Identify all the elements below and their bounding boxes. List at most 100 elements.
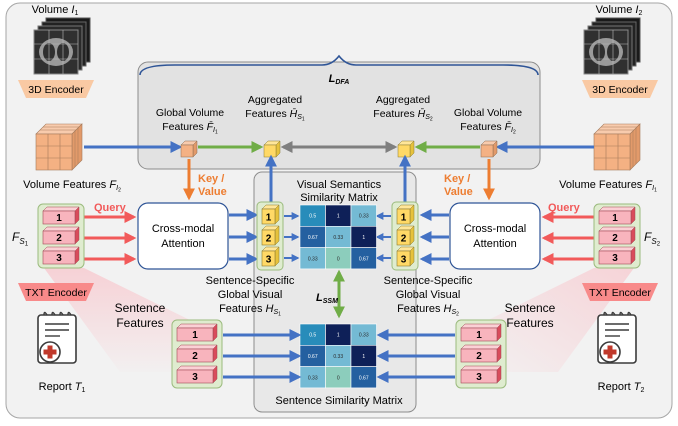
volume-features-label-left: Volume Features FI2 [23,179,121,194]
svg-text:2: 2 [266,234,272,245]
hs-left-cell-1: 1 [261,204,280,225]
cross-modal-label-right-2: Attention [473,238,516,250]
bottom-left-cell-2: 2 [176,344,218,363]
bottom-left-cell-1: 1 [176,323,218,342]
svg-text:2: 2 [476,351,482,362]
sentence-specific-label-right-2: Global Visual [396,289,461,301]
sentence-matrix-value-0-2: 0.33 [359,333,369,339]
svg-text:1: 1 [192,330,198,341]
sentence-query-stack-left: 1 2 3 [37,203,85,269]
sentence-features-stack-right: 1 2 3 [455,319,507,389]
sentence-specific-features-right: 1 2 3 [391,201,419,271]
global-volume-sub-left: Features F̄I1 [162,120,218,135]
aggregated-label-left: Aggregated [248,94,302,106]
sentence-features-label-right-1: Sentence [505,301,556,315]
3d-encoder-left: 3D Encoder [18,80,94,98]
sentence-specific-label-right-1: Sentence-Specific [384,275,473,287]
cross-modal-attention-right [449,202,541,270]
sentence-matrix-cell-2-2 [350,366,377,389]
sentence-specific-label-left-2: Global Visual [218,289,283,301]
cross-modal-attention-left [137,202,229,270]
aggregated-label-right: Aggregated [376,94,430,106]
visual-matrix-value-2-0: 0.33 [308,256,318,262]
visual-matrix-value-1-1: 0.33 [333,235,343,241]
cross-modal-label-left-2: Attention [161,238,204,250]
svg-text:TXT Encoder: TXT Encoder [589,287,651,299]
global-feature-cube-left [180,140,198,158]
visual-matrix-value-2-1: 0 [337,256,340,262]
visual-matrix-value-1-2: 1 [362,235,365,241]
svg-text:1: 1 [56,213,62,224]
sentence-features-stack-left: 1 2 3 [171,319,223,389]
report-label-left: Report T1 [39,381,86,394]
volume-feature-cube-right [593,123,641,171]
key-value-label-right-2: Value [444,186,473,198]
sentence-features-label-left-2: Features [116,316,163,330]
svg-text:2: 2 [56,233,62,244]
sentence-matrix-value-1-0: 0.67 [308,354,318,360]
hs-right-cell-3: 3 [396,246,415,267]
svg-text:3: 3 [612,253,618,264]
volume-label-right: Volume I2 [596,4,643,17]
fs-right-cell-1: 1 [598,206,636,225]
svg-text:1: 1 [612,213,618,224]
hs-left-cell-3: 3 [261,246,280,267]
aggregated-sub-left: Features H̄S1 [245,107,305,122]
visual-matrix-value-1-0: 0.67 [308,235,318,241]
key-value-label-left: Key / [198,173,224,185]
aggregated-feature-cube-left [263,140,281,158]
aggregated-sub-right: Features H̄S2 [373,107,433,122]
bottom-right-cell-2: 2 [460,344,502,363]
svg-text:TXT Encoder: TXT Encoder [25,287,87,299]
dfa-region [137,61,541,170]
hs-left-cell-2: 2 [261,225,280,246]
bottom-right-cell-3: 3 [460,365,502,384]
svg-text:1: 1 [476,330,482,341]
visual-matrix-title-2: Similarity Matrix [300,192,378,204]
svg-text:3: 3 [266,255,272,266]
svg-text:3: 3 [192,372,198,383]
sentence-specific-features-left: 1 2 3 [256,201,284,271]
report-icon-right [597,311,637,364]
global-volume-sub-right: Features F̄I2 [460,120,516,135]
report-label-right: Report T2 [598,381,645,394]
aggregated-feature-cube-right [397,140,415,158]
fs-right-cell-2: 2 [598,226,636,245]
cross-modal-label-left-1: Cross-modal [152,223,214,235]
sentence-matrix-value-1-2: 1 [362,354,365,360]
visual-matrix-value-2-2: 0.67 [359,256,369,262]
hs-right-cell-2: 2 [396,225,415,246]
svg-text:2: 2 [192,351,198,362]
volume-features-label-right: Volume Features FI1 [559,179,657,194]
sentence-query-stack-right: 1 2 3 [593,203,641,269]
fs-left-cell-1: 1 [42,206,80,225]
sentence-features-label-right-2: Features [506,316,553,330]
txt-encoder-left: TXT Encoder [18,283,94,301]
query-label-right: Query [548,202,581,214]
fs-left-cell-3: 3 [42,246,80,265]
svg-text:1: 1 [401,213,407,224]
3d-encoder-right: 3D Encoder [582,80,658,98]
svg-text:3: 3 [56,253,62,264]
ct-volume-left [33,17,91,75]
sentence-matrix-value-2-1: 0 [337,375,340,381]
visual-matrix-value-0-2: 0.33 [359,214,369,220]
sentence-specific-label-right-3: Features HS2 [397,303,459,318]
fs-right-cell-3: 3 [598,246,636,265]
key-value-label-left-2: Value [198,186,227,198]
lssm-label: LSSM [316,292,338,305]
hs-right-cell-1: 1 [396,204,415,225]
bottom-right-cell-1: 1 [460,323,502,342]
svg-text:3D Encoder: 3D Encoder [592,84,648,96]
visual-matrix-value-0-0: 0.5 [309,214,316,220]
svg-text:3: 3 [476,372,482,383]
cross-modal-label-right-1: Cross-modal [464,223,526,235]
global-volume-label-right: Global Volume [454,107,522,119]
fs-left-cell-2: 2 [42,226,80,245]
global-volume-label-left: Global Volume [156,107,224,119]
visual-matrix-title-1: Visual Semantics [297,179,382,191]
sentence-features-label-left-1: Sentence [115,301,166,315]
